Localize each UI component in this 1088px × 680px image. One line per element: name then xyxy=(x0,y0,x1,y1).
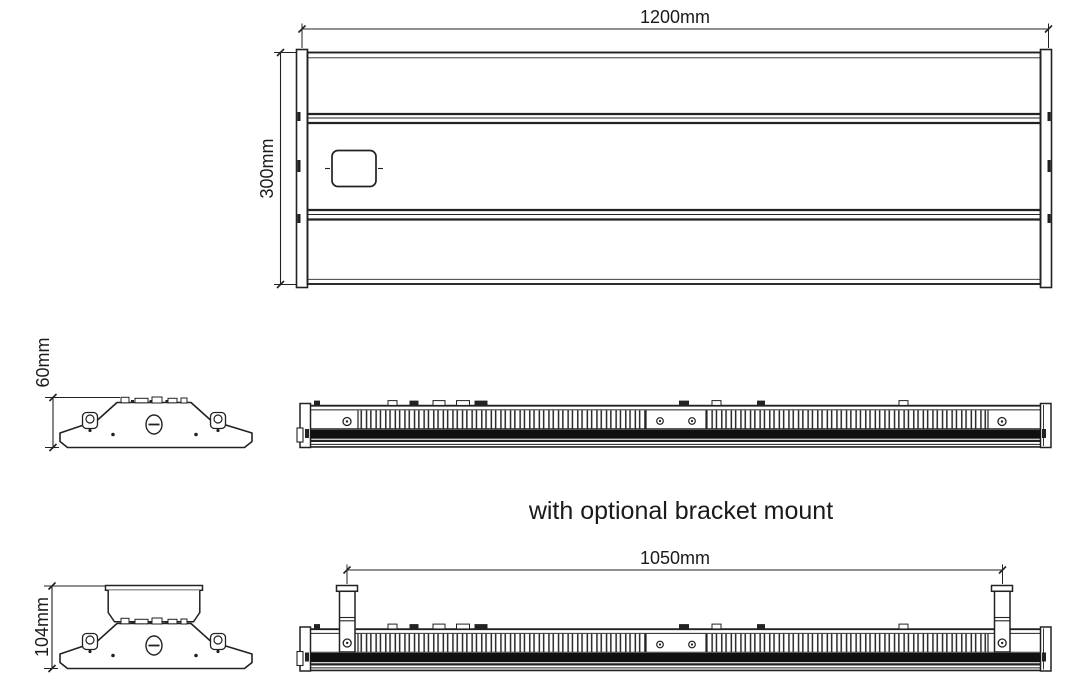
dimension-fixture-height xyxy=(45,393,120,452)
driver-access-plate xyxy=(331,149,377,188)
dimension-bracket-height xyxy=(44,581,106,673)
side-view-with-brackets xyxy=(295,584,1053,673)
end-view-104mm xyxy=(59,584,253,670)
side-view xyxy=(295,399,1053,449)
dim-top-height-label: 300mm xyxy=(257,138,277,198)
bracket-top-plate xyxy=(104,584,204,592)
dim-bracket-spacing-label: 1050mm xyxy=(640,548,710,568)
bracket-end-profile xyxy=(107,590,201,623)
mount-bracket-right xyxy=(990,584,1014,653)
dim-fixture-height-label: 60mm xyxy=(33,337,53,387)
cap-notches xyxy=(297,112,1051,223)
dimension-top-width xyxy=(297,23,1053,48)
dimension-bracket-spacing xyxy=(342,564,1007,584)
end-view-60mm xyxy=(59,396,253,449)
top-view xyxy=(295,48,1053,289)
caption-text: with optional bracket mount xyxy=(528,497,833,525)
dim-top-width-label: 1200mm xyxy=(640,7,710,27)
dim-bracket-height-label: 104mm xyxy=(32,597,52,657)
dimension-top-height xyxy=(274,48,299,289)
mount-bracket-left xyxy=(335,584,359,653)
plan-body xyxy=(306,51,1042,285)
